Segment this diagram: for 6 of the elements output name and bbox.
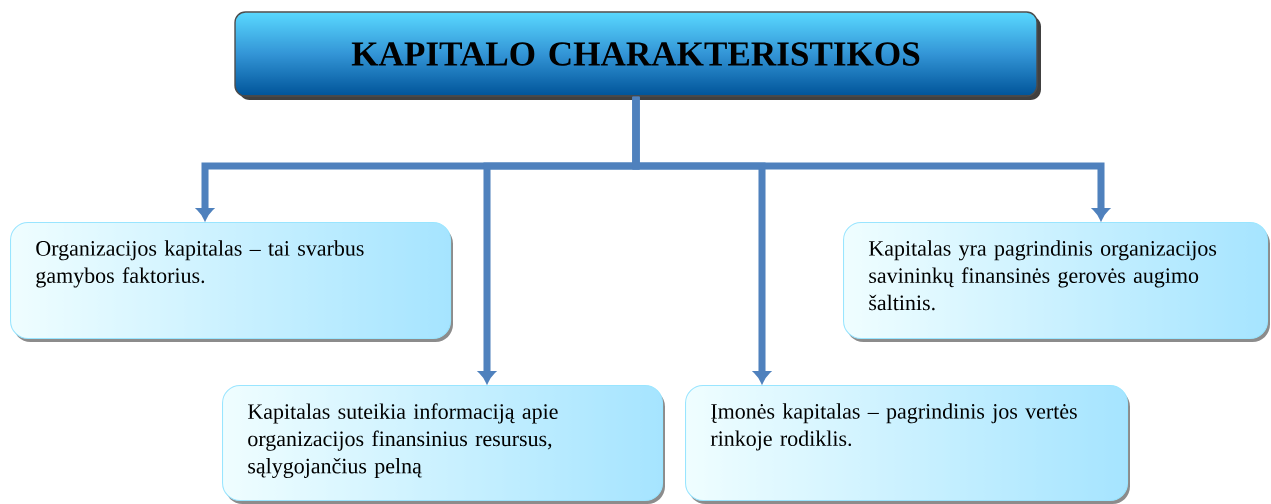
text-box: Kapitalas suteikia informaciją apie organizacijos finansinius resursus, sąlygojančius pelną (222, 385, 665, 504)
text-box: Įmonės kapitalas – pagrindinis jos vertės rinkoje rodiklis. (685, 385, 1130, 504)
arrow (632, 96, 1110, 221)
title-box: KAPITALO CHARAKTERISTIKOS (234, 11, 1041, 100)
text-box: Kapitalas yra pagrindinis organizacijos savininkų finansinės gerovės augimo šaltinis. (843, 222, 1270, 342)
text-box: Organizacijos kapitalas – tai svarbus gamybos faktorius. (10, 222, 453, 342)
